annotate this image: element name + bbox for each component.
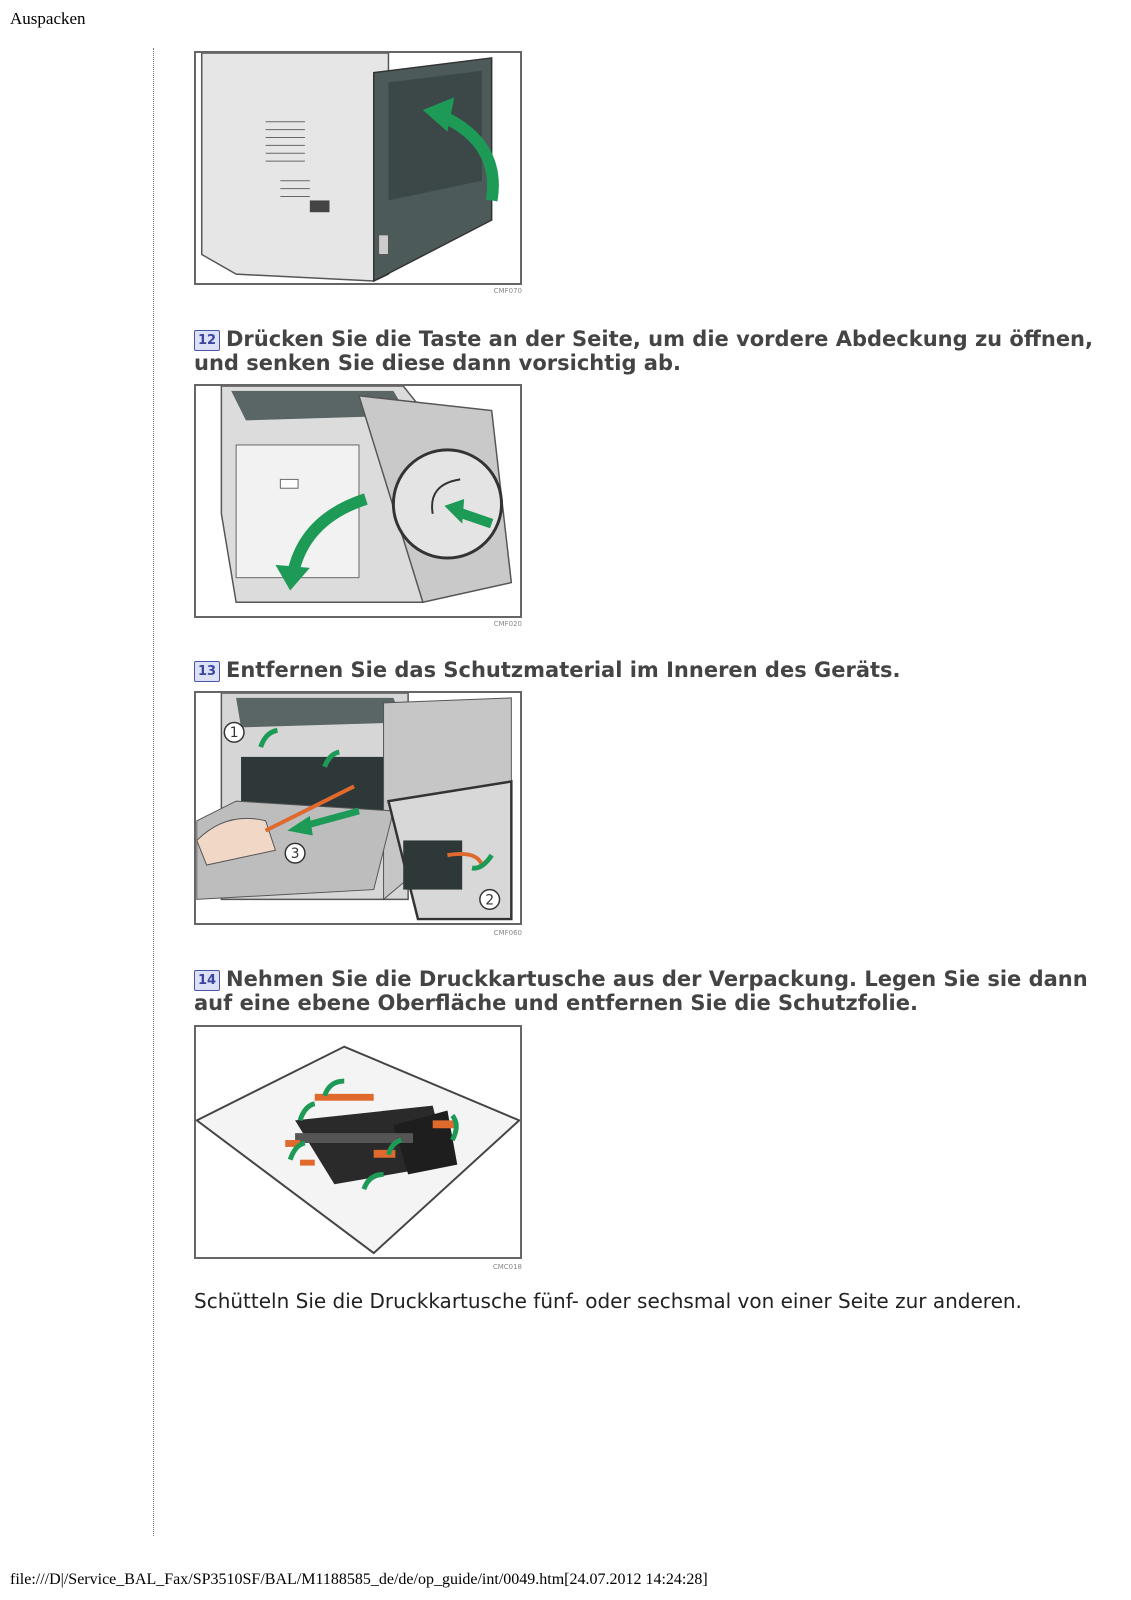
callout-2-label: 2	[485, 892, 494, 908]
step-13: 13 Entfernen Sie das Schutzmaterial im In…	[194, 658, 1094, 682]
figure-code: CMC018	[492, 1263, 522, 1271]
figure-front-cover	[194, 384, 522, 618]
callout-3-label: 3	[291, 846, 300, 862]
figure-code: CMF060	[493, 929, 522, 937]
step-number-badge: 13	[194, 661, 220, 682]
callout-1-label: 1	[230, 725, 239, 741]
figure-inner-protection: 1 2 3	[194, 691, 522, 925]
printer-front-illustration	[220, 386, 513, 604]
cartridge-illustration	[196, 1045, 520, 1255]
figure-rear-cover	[194, 51, 522, 285]
step-number-badge: 12	[194, 330, 220, 351]
figure-toner-cartridge	[194, 1025, 522, 1259]
instruction-note: Schütteln Sie die Druckkartusche fünf- o…	[194, 1289, 1022, 1313]
callout-2	[479, 888, 501, 910]
step-text: Entfernen Sie das Schutzmaterial im Inne…	[226, 658, 901, 682]
step-text: Drücken Sie die Taste an der Seite, um d…	[194, 327, 1093, 375]
figure-code: CMF070	[493, 287, 522, 295]
left-margin-divider	[153, 48, 154, 1536]
footer-file-path: file:///D|/Service_BAL_Fax/SP3510SF/BAL/…	[10, 1571, 708, 1588]
printer-rear-illustration	[200, 53, 499, 283]
printer-inside-illustration: 1 2 3	[196, 693, 513, 921]
page-header-title: Auspacken	[10, 9, 86, 28]
callout-3	[284, 842, 306, 864]
step-text: Nehmen Sie die Druckkartusche aus der Ve…	[194, 967, 1088, 1015]
callout-1	[223, 721, 245, 743]
figure-code: CMF020	[493, 620, 522, 628]
step-number-badge: 14	[194, 970, 220, 991]
